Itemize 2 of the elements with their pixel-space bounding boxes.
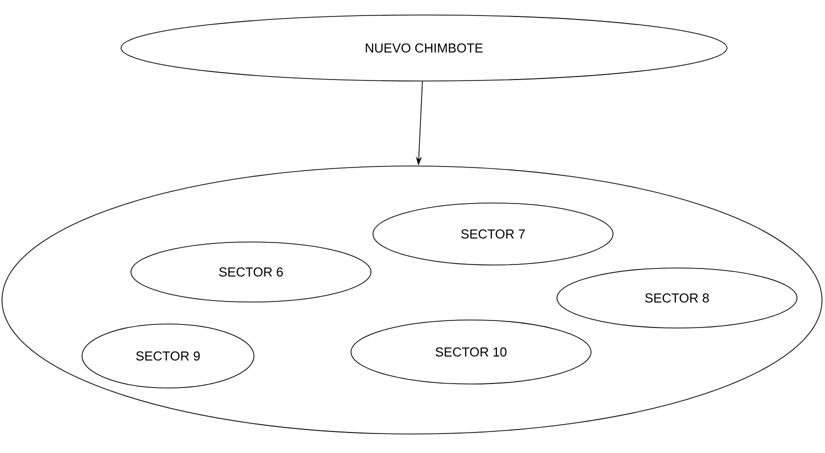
region-ellipse bbox=[2, 166, 822, 434]
ellipse-node: NUEVO CHIMBOTE bbox=[120, 14, 728, 82]
